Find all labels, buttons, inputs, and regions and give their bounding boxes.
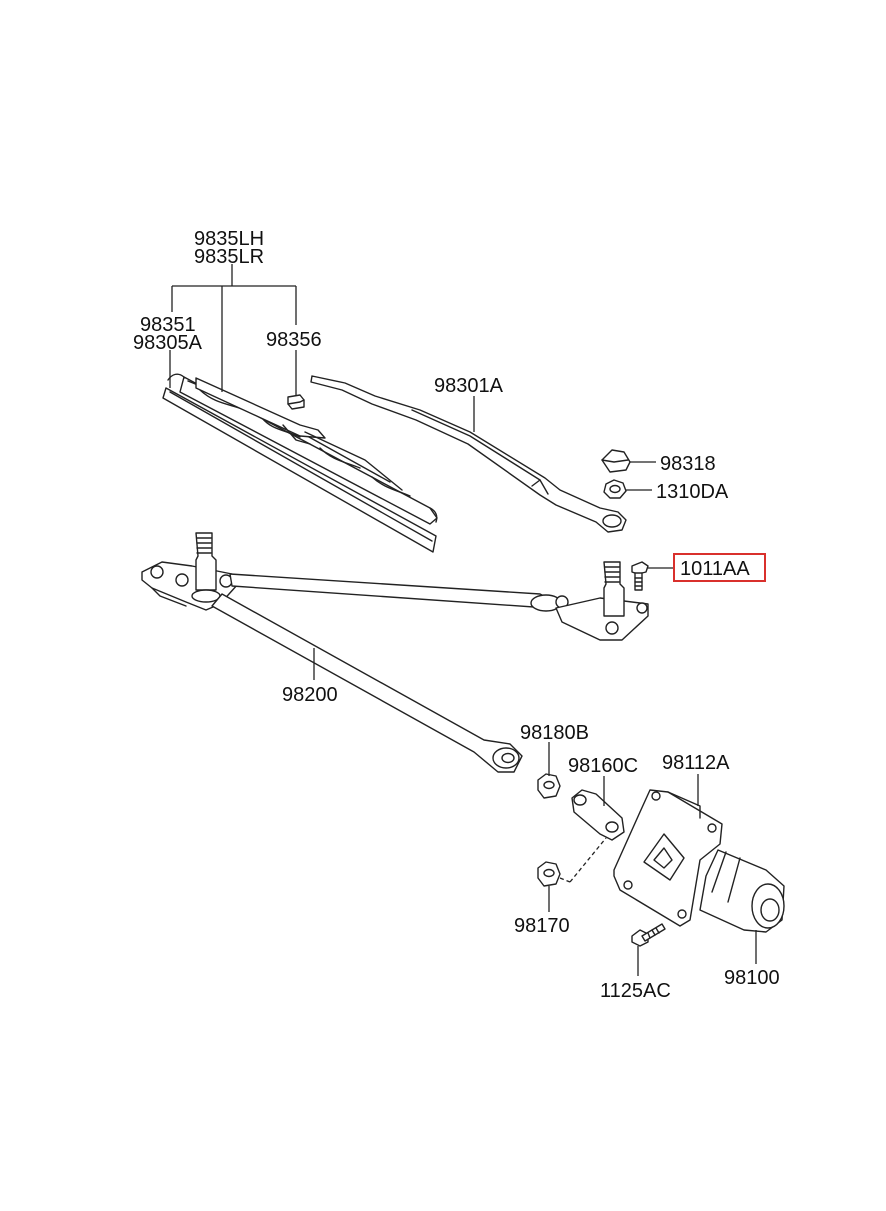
label-9835lh[interactable]: 9835LH [194,228,264,250]
wiper-blade-assembly[interactable] [162,373,438,553]
label-98100[interactable]: 98100 [724,967,780,989]
label-98356[interactable]: 98356 [266,329,322,351]
bolt-1125ac[interactable] [631,923,666,947]
label-98351[interactable]: 98351 [140,314,196,336]
label-98170[interactable]: 98170 [514,915,570,937]
wiper-motor-98100[interactable] [613,789,785,933]
bolt-1011aa[interactable] [631,561,649,591]
label-1011aa[interactable]: 1011AA [680,558,750,580]
label-98160c[interactable]: 98160C [568,755,638,777]
label-98301a[interactable]: 98301A [434,375,504,397]
nut-1310da[interactable] [603,479,627,499]
part-labels: 9835LH 9835LR 98351 98305A 98356 98301A … [133,228,780,1002]
wiper-linkage-98200[interactable] [141,532,649,773]
wiper-arm-98301a[interactable] [310,375,627,533]
label-98318[interactable]: 98318 [660,453,716,475]
label-1125ac[interactable]: 1125AC [600,980,671,1002]
crank-arm-98160c[interactable] [571,789,625,841]
highlight-box-1011aa [673,553,766,582]
label-1310da[interactable]: 1310DA [656,481,729,503]
label-98200[interactable]: 98200 [282,684,338,706]
nut-98170[interactable] [537,861,561,887]
label-98112a[interactable]: 98112A [662,752,730,774]
label-98305a[interactable]: 98305A [133,332,203,354]
clip-98356[interactable] [287,394,305,410]
label-9835lr[interactable]: 9835LR [194,246,264,268]
leader-lines [169,264,757,976]
nut-98180b[interactable] [537,773,561,799]
cap-98318[interactable] [601,449,631,473]
label-98180b[interactable]: 98180B [520,722,589,744]
